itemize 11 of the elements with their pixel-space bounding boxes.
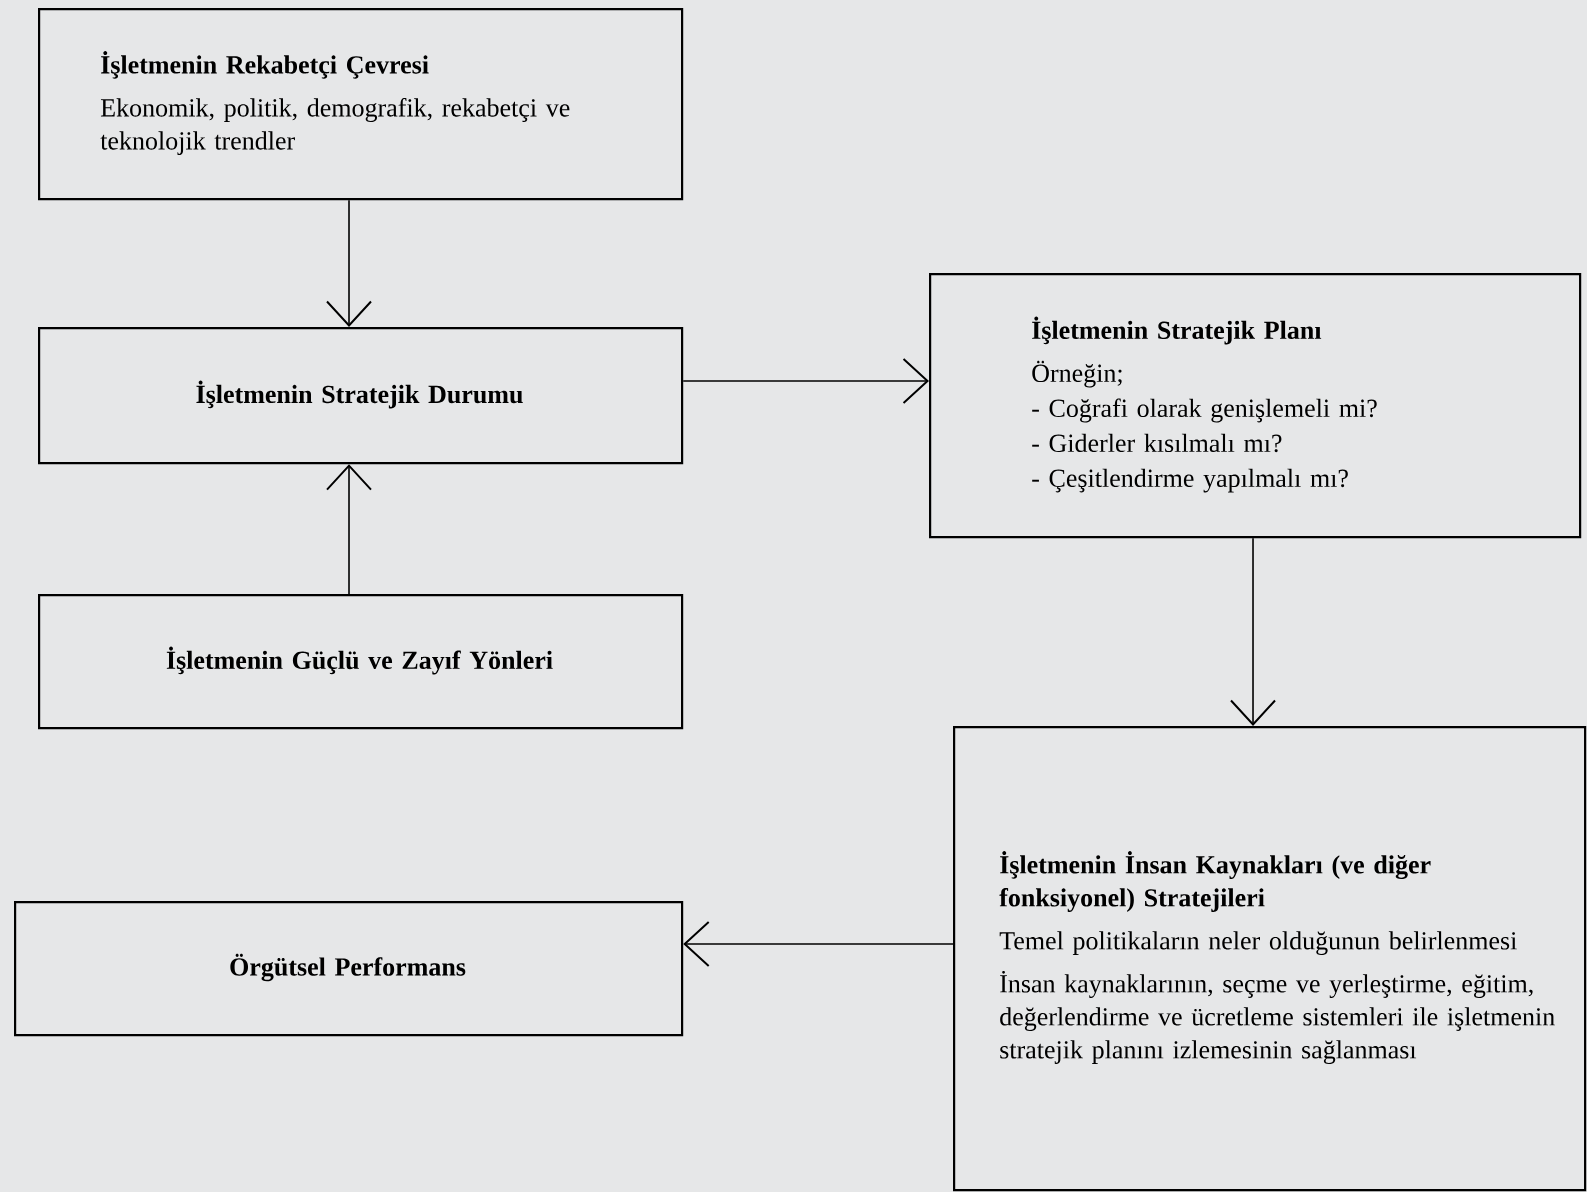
arrow xyxy=(1230,537,1276,726)
process-box: İşletmenin Rekabetçi Çevresi Ekonomik, politik, demografik, rekabetçi ve teknolojik trendler xyxy=(38,8,684,201)
arrow xyxy=(326,199,372,327)
arrow xyxy=(326,464,372,595)
process-box: İşletmenin Stratejik Planı Örneğin; - Coğrafi olarak genişlemeli mi? - Giderler kısılmalı mı? - Çeşitlendirme yapılmalı mı? xyxy=(929,273,1582,539)
process-box: İşletmenin İnsan Kaynakları (ve diğer fonksiyonel) Stratejileri Temel politikaların neler olduğunun belirlenmesi İnsan kaynaklarının, seçme ve yerleştirme, eğitim, değerlendirme ve ücretleme sistemleri ile işletmenin stratejik planını izlemesinin sağlanması xyxy=(953,726,1587,1192)
process-box: İşletmenin Güçlü ve Zayıf Yönleri xyxy=(38,594,684,730)
process-box: Örgütsel Performans xyxy=(14,901,684,1037)
arrow xyxy=(683,921,954,967)
process-box: İşletmenin Stratejik Durumu xyxy=(38,327,684,465)
arrow xyxy=(682,358,929,404)
